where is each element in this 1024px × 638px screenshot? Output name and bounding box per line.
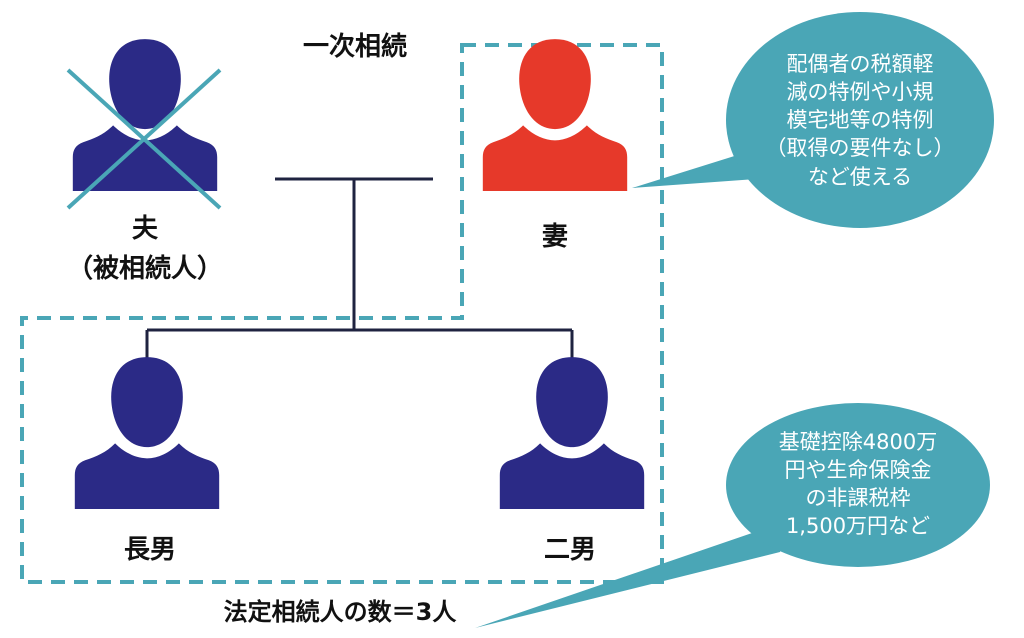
deceased-cross-icon <box>66 68 222 210</box>
eldest-son-name: 長男 <box>123 535 176 565</box>
callout-line: の非課税枠 <box>805 486 911 511</box>
second-son-person-icon <box>499 357 645 509</box>
husband-name: 夫 <box>131 214 158 244</box>
eldest-son-person-icon <box>74 357 220 509</box>
callout-line: 配偶者の税額軽 <box>786 52 934 76</box>
spouse-callout-text: 配偶者の税額軽 減の特例や小規 模宅地等の特例 （取得の要件なし） など使える <box>740 50 980 191</box>
callout-line: 模宅地等の特例 <box>786 108 934 133</box>
callout-line: 1,500万円など <box>785 514 931 539</box>
callout-line: 円や生命保険金 <box>784 458 932 483</box>
callout-line: など使える <box>807 164 913 189</box>
diagram-title: 一次相続 <box>302 32 407 62</box>
husband-person-icon <box>72 39 218 191</box>
legal-heirs-count: 法定相続人の数＝3人 <box>223 598 457 626</box>
spouse-callout-bubble <box>632 12 994 228</box>
callout-line: 基礎控除4800万 <box>778 430 938 454</box>
wife-name: 妻 <box>541 222 568 252</box>
deduction-callout-bubble <box>475 403 990 628</box>
husband-note: （被相続人） <box>66 254 223 284</box>
wife-person-icon <box>482 39 628 191</box>
second-son-name: 二男 <box>543 535 596 565</box>
callout-line: （取得の要件なし） <box>765 136 955 161</box>
heirs-dashed-boundary <box>20 43 664 584</box>
deduction-callout-text: 基礎控除4800万 円や生命保険金 の非課税枠 1,500万円など <box>740 428 976 541</box>
callout-line: 減の特例や小規 <box>786 80 934 105</box>
